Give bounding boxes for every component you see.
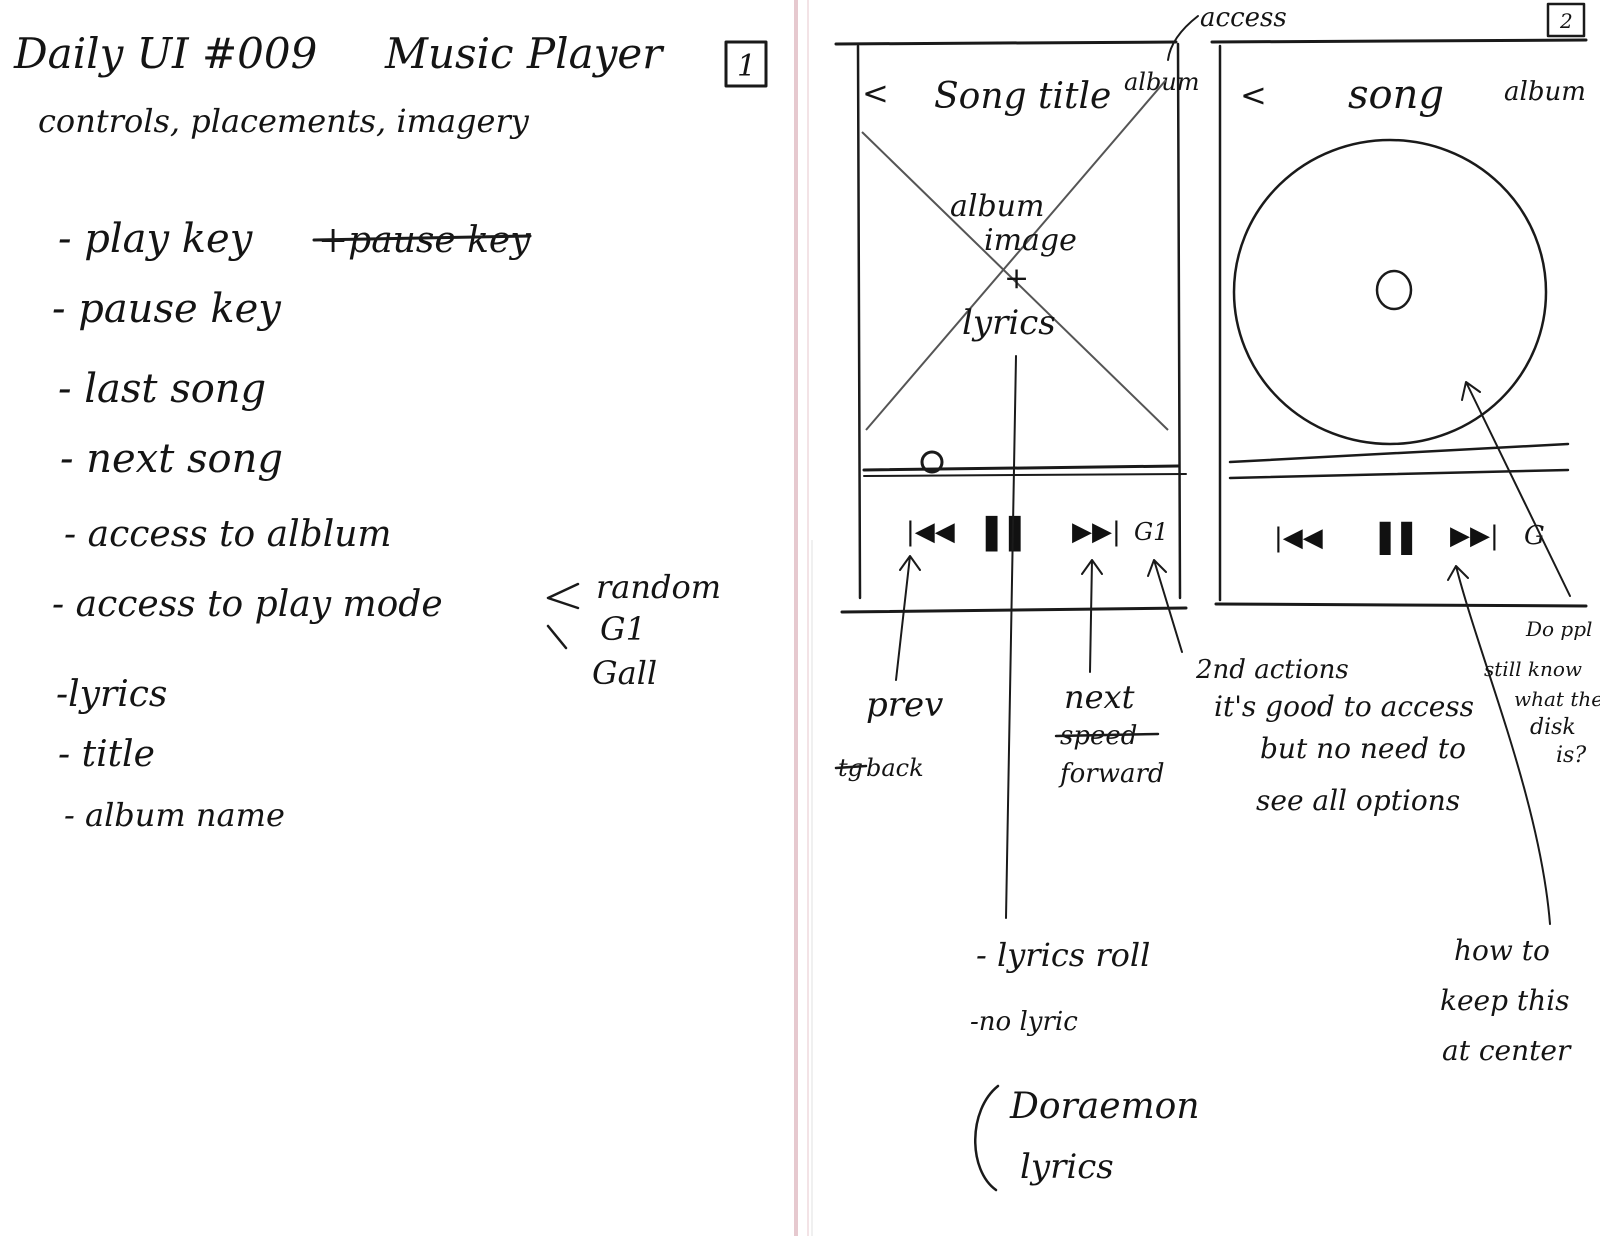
screen-2-wireframe: < song album |◀◀ ▌▌ ▶▶| G <box>1210 38 1588 608</box>
annotation-lyrics-brace: lyrics <box>1020 1147 1114 1187</box>
annotation-center-3: at center <box>1442 1034 1572 1067</box>
annotation-disk-5: is? <box>1556 743 1586 768</box>
annotation-disk-4: disk <box>1530 715 1576 740</box>
screen-1-bottom-edge <box>840 606 1188 614</box>
arrow-next <box>1081 559 1103 673</box>
screen-1-progress-track[interactable] <box>862 464 1180 472</box>
left-page: Daily UI #009 Music Player 1 controls, p… <box>13 29 768 834</box>
page-title-app: Music Player <box>384 29 665 78</box>
screen-2-bottom-edge <box>1214 602 1588 608</box>
disk-center-hole <box>1375 269 1413 311</box>
screen-1-right-edge <box>1176 42 1182 600</box>
page-title: Daily UI #009 <box>13 29 317 78</box>
play-mode-random: random <box>596 568 721 606</box>
screen-2-album-link[interactable]: album <box>1504 77 1586 107</box>
screen-2-prev-button[interactable]: |◀◀ <box>1274 523 1323 553</box>
screen-1-next-button[interactable]: ▶▶| <box>1072 517 1121 547</box>
disk-circle <box>1232 138 1548 446</box>
list-item-lyrics: -lyrics <box>56 674 167 715</box>
screen-2-progress-track-2 <box>1228 468 1570 480</box>
annotation-secondary-3: but no need to <box>1260 732 1466 765</box>
screen-1-pause-button[interactable]: ▌▌ <box>985 515 1032 552</box>
list-item-title: - title <box>58 734 155 775</box>
annotation-arrows <box>895 355 1571 925</box>
image-placeholder-cross-a <box>861 131 1169 431</box>
screen-1-progress-track-2 <box>863 473 1187 477</box>
screen-2-pause-button[interactable]: ▌▌ <box>1379 521 1423 555</box>
annotation-center-1: how to <box>1454 934 1550 967</box>
annotation-prev: prev <box>866 685 943 725</box>
annotation-no-lyric: -no lyric <box>970 1007 1078 1037</box>
annotation-next: next <box>1064 678 1135 716</box>
image-placeholder-cross-b <box>865 79 1167 431</box>
screen-2-progress-track[interactable] <box>1228 442 1570 464</box>
play-mode-g1: G1 <box>600 610 646 648</box>
arrow-center <box>1447 565 1551 925</box>
list-item-next-song: - next song <box>60 436 283 482</box>
list-item-access-album: - access to alblum <box>64 514 392 555</box>
annotation-disk-3: what the <box>1514 687 1600 711</box>
access-arrow <box>1167 15 1199 61</box>
annotation-secondary-1: 2nd actions <box>1195 655 1349 685</box>
album-image-label-3: + <box>1004 261 1029 296</box>
annotation-center-2: keep this <box>1440 984 1570 1017</box>
screen-1-top-edge <box>834 40 1178 46</box>
page-subtitle: controls, placements, imagery <box>38 102 530 140</box>
arrow-secondary <box>1147 559 1183 653</box>
list-item-access-play-mode: - access to play mode <box>52 584 443 625</box>
strike-line-next <box>1054 732 1160 738</box>
arrow-prev <box>895 555 921 681</box>
list-item-album-name: - album name <box>64 796 285 834</box>
screen-1-wireframe: < Song title album album image + lyrics … <box>834 40 1200 614</box>
page-number-2: 2 <box>1559 9 1573 33</box>
play-mode-brace <box>546 582 580 610</box>
screen-2-mode-button[interactable]: G <box>1524 521 1545 551</box>
screen-2-song-title: song <box>1348 72 1444 118</box>
page-number-box-2 <box>1546 2 1586 38</box>
screen-2-next-button[interactable]: ▶▶| <box>1450 521 1499 551</box>
screen-2-top-edge <box>1210 38 1588 44</box>
annotation-lyrics-roll: - lyrics roll <box>976 936 1150 974</box>
arrow-disk <box>1461 381 1571 597</box>
screen-1-back-arrow[interactable]: < <box>862 74 889 112</box>
strike-line <box>312 234 532 242</box>
right-page: access 2 < Song title album album image … <box>834 2 1600 1192</box>
screen-1-prev-button[interactable]: |◀◀ <box>906 517 955 547</box>
page-number-box <box>724 40 768 88</box>
screen-2-back-arrow[interactable]: < <box>1240 76 1267 114</box>
top-note-access: access <box>1200 3 1287 33</box>
brace-doraemon <box>974 1084 1000 1192</box>
annotation-disk-1: Do ppl <box>1525 617 1592 641</box>
annotation-secondary-2: it's good to access <box>1214 690 1474 723</box>
album-image-label-1: album <box>950 189 1044 224</box>
annotation-disk-2: still know <box>1484 657 1582 681</box>
arrow-lyrics-line <box>1005 355 1017 919</box>
screen-1-mode-button[interactable]: G1 <box>1134 518 1168 546</box>
play-mode-gall: Gall <box>592 654 657 692</box>
screen-1-left-edge <box>856 44 862 600</box>
list-item-pause-key: - pause key <box>52 286 282 332</box>
strike-line-prev <box>834 764 868 770</box>
screen-1-progress-knob[interactable] <box>920 450 944 474</box>
album-image-label-2: image <box>984 223 1077 258</box>
annotation-prev-sub: back <box>866 754 924 782</box>
play-mode-brace-tail <box>546 624 568 650</box>
annotation-doraemon: Doraemon <box>1009 1086 1200 1127</box>
list-item-play-key: - play key <box>58 216 254 262</box>
annotation-next-sub: forward <box>1058 759 1165 789</box>
screen-1-album-link[interactable]: album <box>1124 68 1200 96</box>
album-image-label-4: lyrics <box>962 303 1056 343</box>
list-item-last-song: - last song <box>58 366 266 412</box>
screen-1-song-title: Song title <box>934 76 1111 117</box>
page-number: 1 <box>737 49 756 84</box>
annotation-secondary-4: see all options <box>1256 784 1460 817</box>
